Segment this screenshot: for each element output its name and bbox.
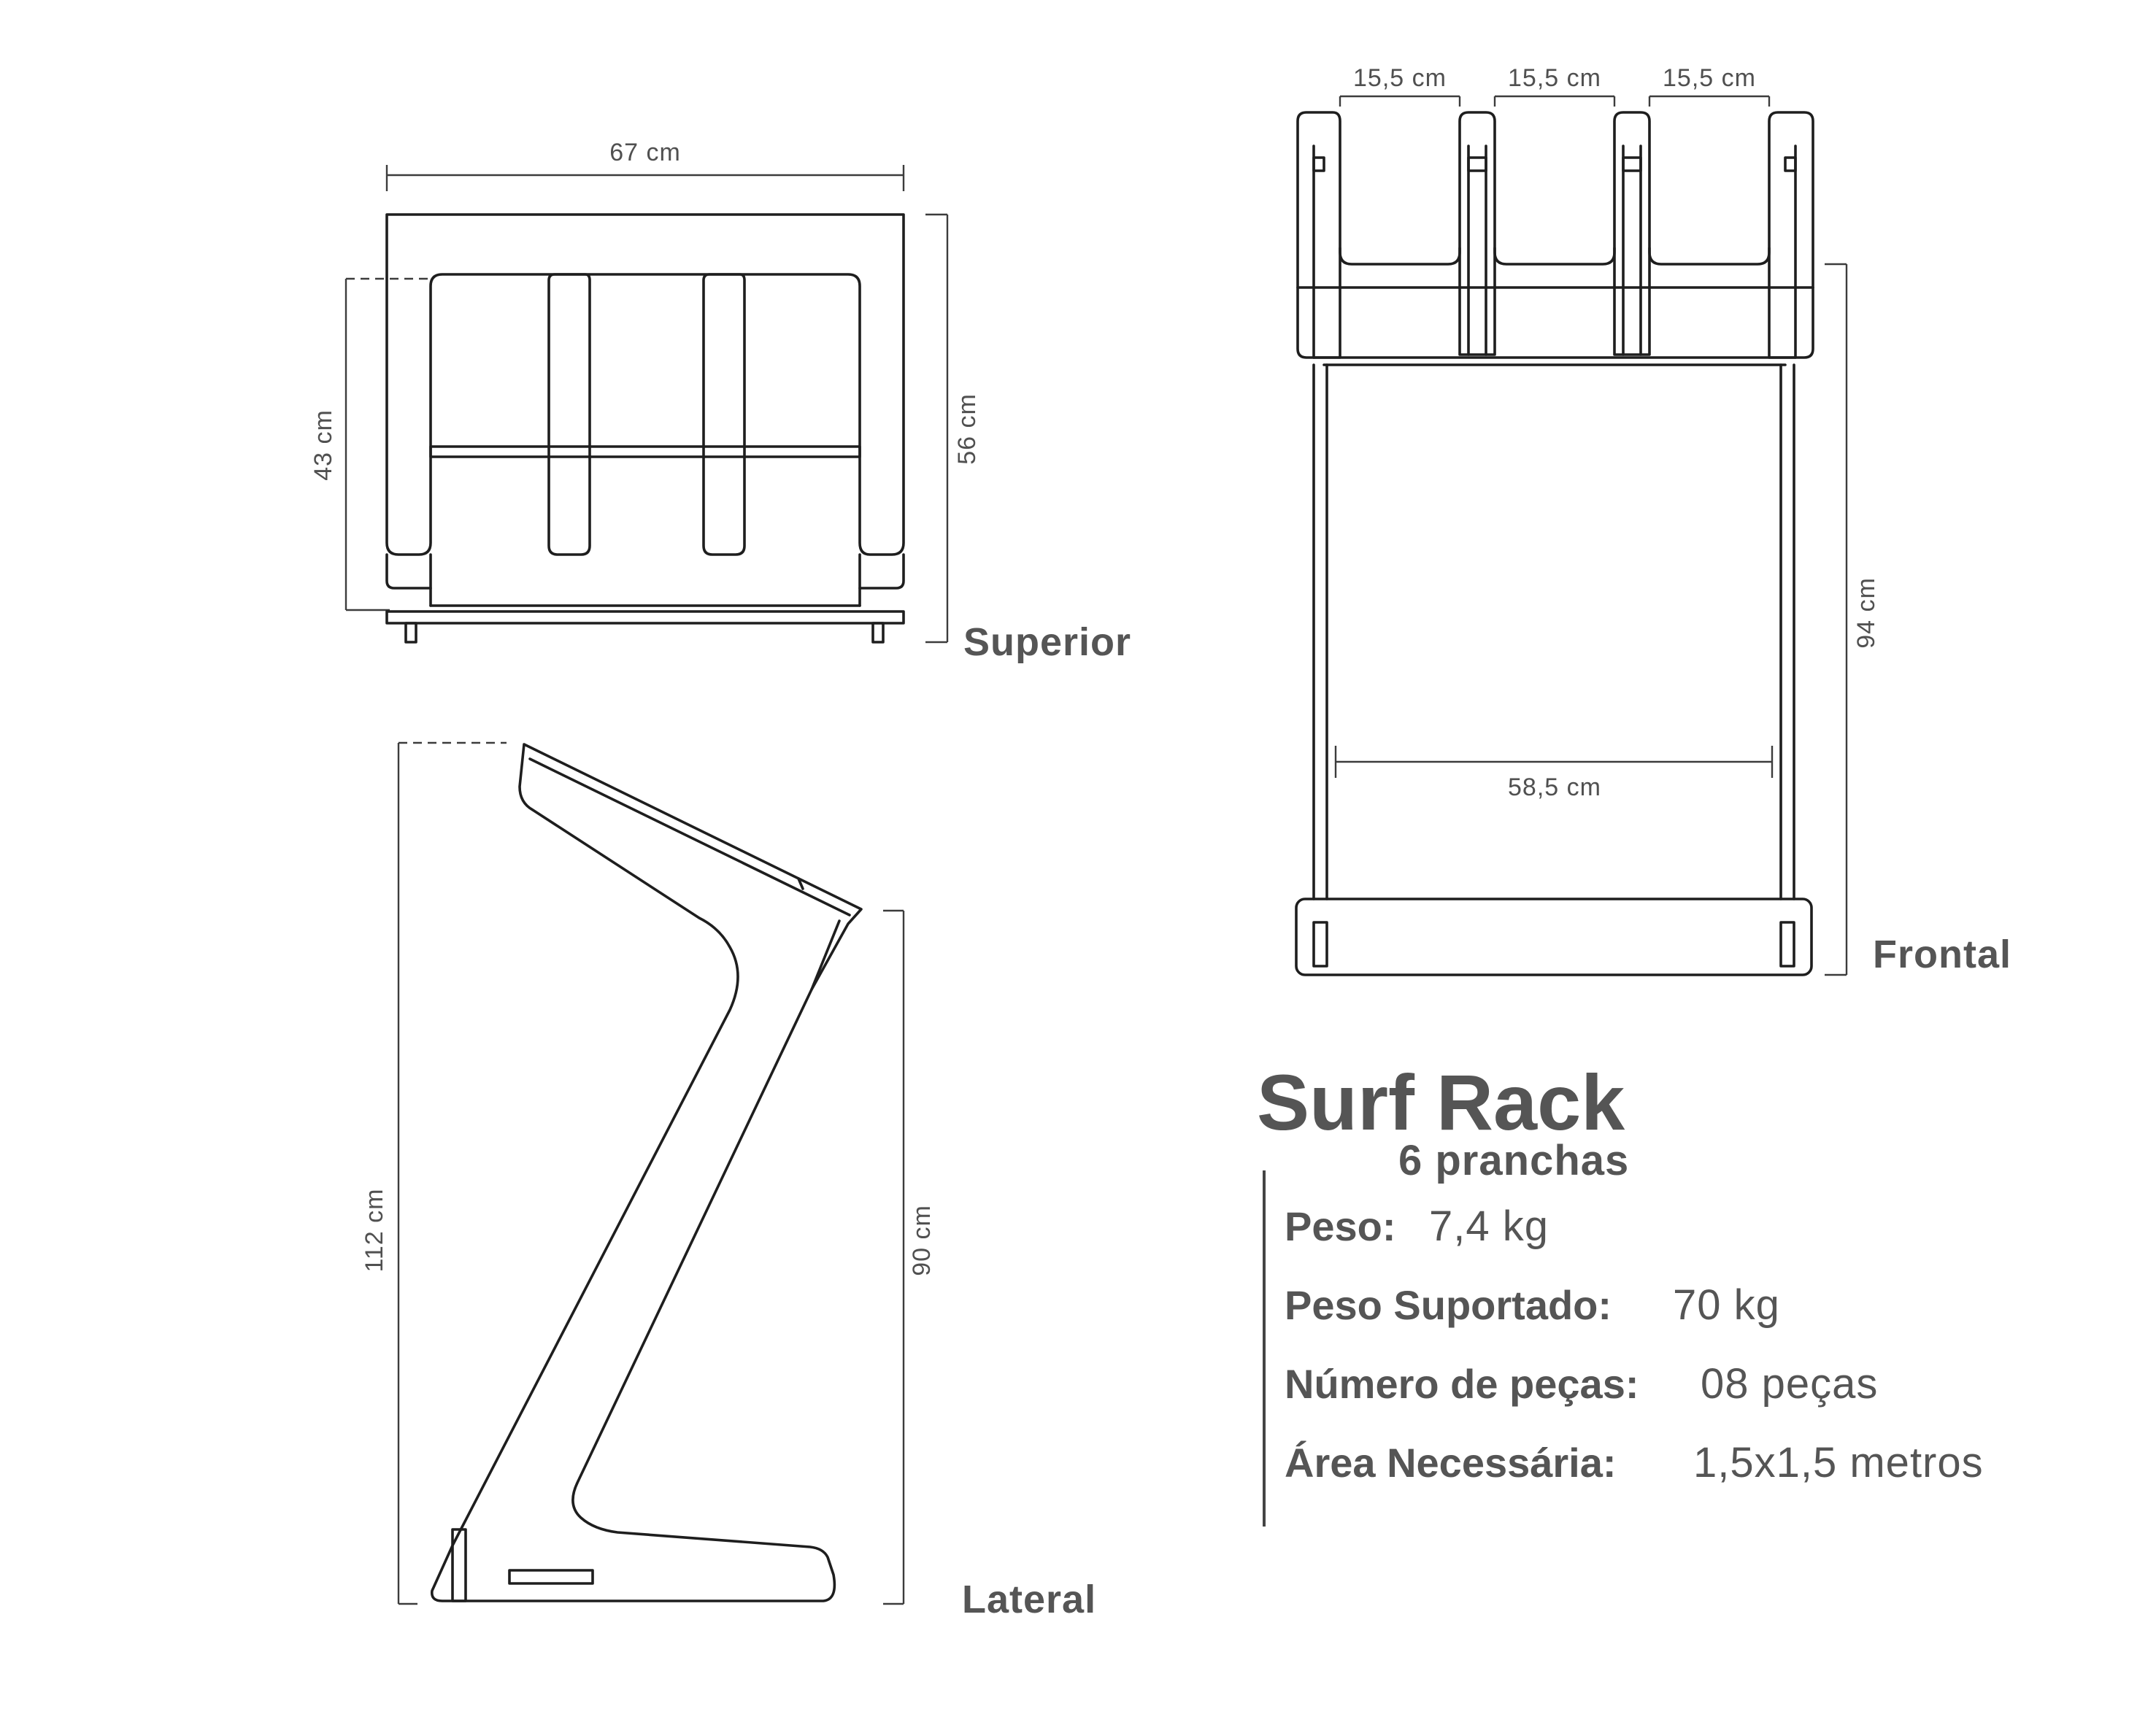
spec-key: Área Necessária:	[1285, 1440, 1617, 1486]
front-slot-width-3: 15,5 cm	[1663, 64, 1756, 92]
product-subtitle: 6 pranchas	[1398, 1137, 1629, 1184]
front-view: 15,5 cm 15,5 cm 15,5 cm	[1295, 64, 2011, 976]
spec-value: 08 peças	[1701, 1360, 1878, 1408]
front-height-dim: 94 cm	[1852, 577, 1880, 649]
front-inner-width-dim: 58,5 cm	[1508, 773, 1601, 801]
spec-key: Peso Suportado:	[1285, 1282, 1612, 1328]
spec-row: Número de peças: 08 peças	[1285, 1360, 1878, 1408]
side-view: 112 cm 90 cm Lateral	[361, 741, 1096, 1621]
product-info: Surf Rack 6 pranchas Peso: 7,4 kg Peso S…	[1257, 1058, 1984, 1527]
side-total-height-dim: 112 cm	[361, 1189, 388, 1273]
top-view: 67 cm 56 cm 43 cm Superior	[309, 139, 1131, 664]
top-depth-dim: 56 cm	[953, 393, 981, 465]
top-inner-depth-dim: 43 cm	[309, 409, 337, 481]
spec-row: Área Necessária: 1,5x1,5 metros	[1285, 1439, 1984, 1486]
spec-row: Peso Suportado: 70 kg	[1285, 1281, 1780, 1329]
side-view-label: Lateral	[962, 1578, 1096, 1621]
product-title: Surf Rack	[1257, 1058, 1625, 1146]
spec-value: 70 kg	[1673, 1281, 1780, 1329]
spec-key: Peso:	[1285, 1203, 1396, 1249]
top-width-dim: 67 cm	[609, 139, 681, 166]
spec-row: Peso: 7,4 kg	[1285, 1203, 1549, 1250]
front-view-label: Frontal	[1873, 933, 2011, 976]
side-front-height-dim: 90 cm	[908, 1205, 936, 1276]
spec-value: 1,5x1,5 metros	[1693, 1439, 1984, 1486]
spec-key: Número de peças:	[1285, 1361, 1639, 1407]
front-slot-width-1: 15,5 cm	[1353, 64, 1447, 92]
spec-value: 7,4 kg	[1429, 1203, 1549, 1250]
top-view-label: Superior	[963, 620, 1131, 664]
front-slot-width-2: 15,5 cm	[1508, 64, 1601, 92]
